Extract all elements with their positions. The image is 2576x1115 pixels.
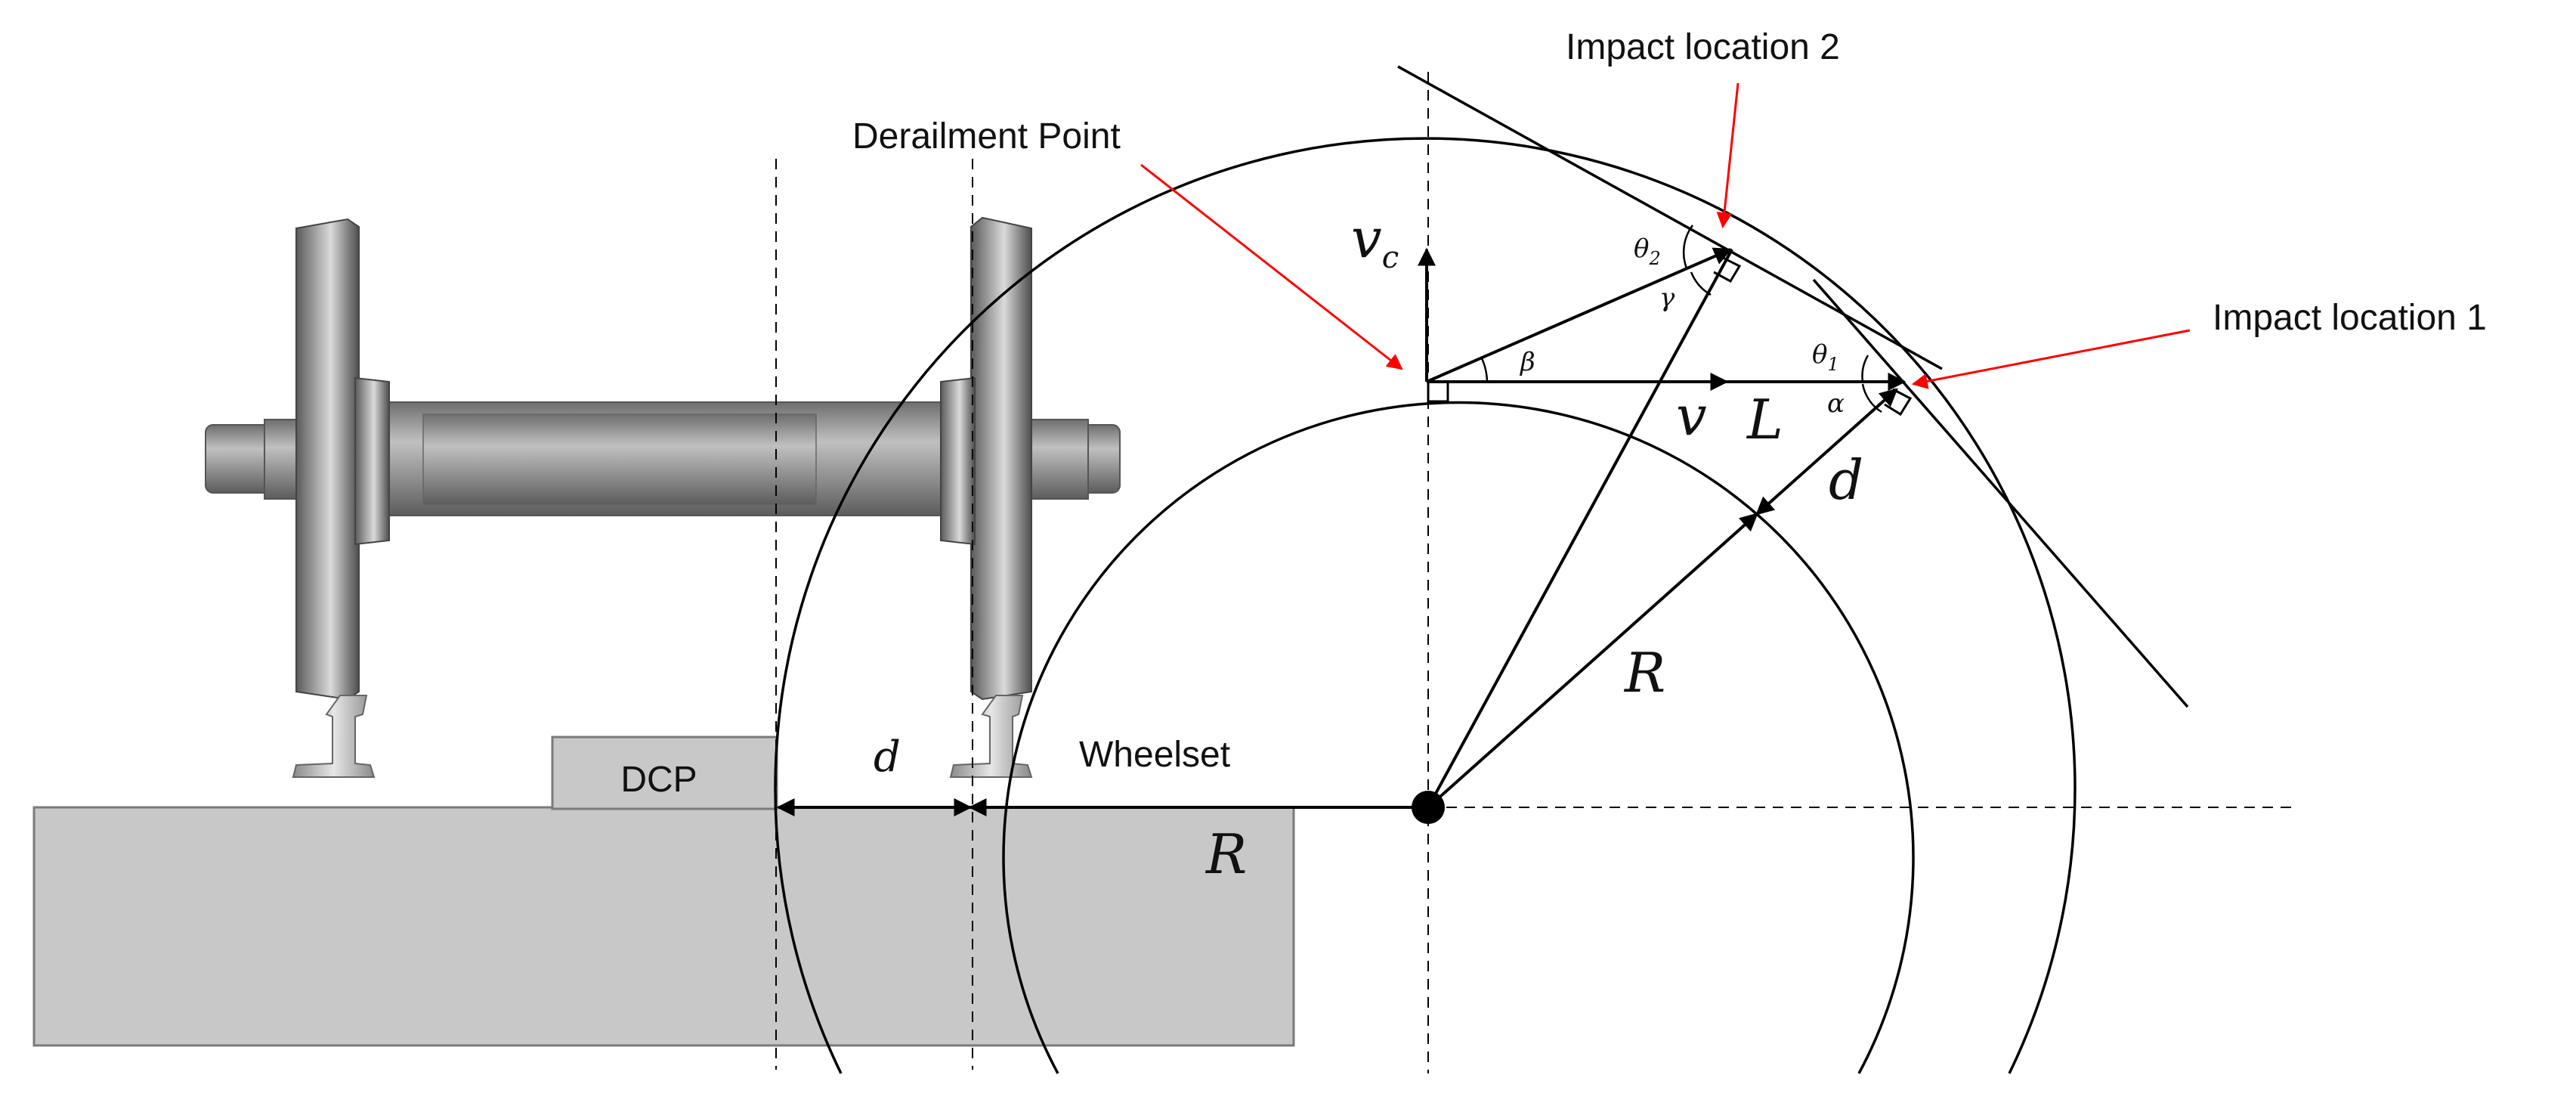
theta-1-symbol: θ1 [1812, 339, 1839, 375]
tangent-lines [1397, 65, 2189, 708]
R-symbol-bottom: R [1205, 822, 1247, 886]
dcp-block [551, 736, 778, 810]
wheelset-label: Wheelset [1079, 735, 1230, 775]
d-symbol-bottom: d [874, 732, 901, 782]
impact-location-1-label: Impact location 1 [2213, 298, 2487, 338]
theta-2-symbol: θ2 [1634, 234, 1661, 269]
beta-symbol: β [1519, 347, 1535, 377]
L-symbol: L [1746, 388, 1783, 451]
v-symbol: v [1676, 384, 1707, 448]
impact-location-2-label: Impact location 2 [1566, 27, 1840, 67]
angle-arcs [1480, 225, 1882, 413]
reference-lines [775, 72, 2297, 1073]
right-angle-markers [1427, 256, 1913, 417]
R-symbol-diagonal: R [1623, 641, 1665, 705]
alpha-symbol: α [1827, 389, 1845, 419]
callout-arrows [1140, 82, 2191, 389]
wheelset-drawing [205, 216, 1121, 778]
dcp-label: DCP [620, 760, 697, 800]
d-symbol-diagonal: d [1829, 448, 1863, 512]
geometry-vectors [776, 247, 1906, 816]
v-c-symbol: vc [1351, 206, 1399, 275]
gamma-symbol: γ [1659, 283, 1675, 313]
derailment-point-label: Derailment Point [852, 116, 1121, 156]
ground-block [32, 806, 1295, 1047]
wheelset-center-point [1412, 791, 1445, 824]
arcs [774, 137, 2077, 1074]
